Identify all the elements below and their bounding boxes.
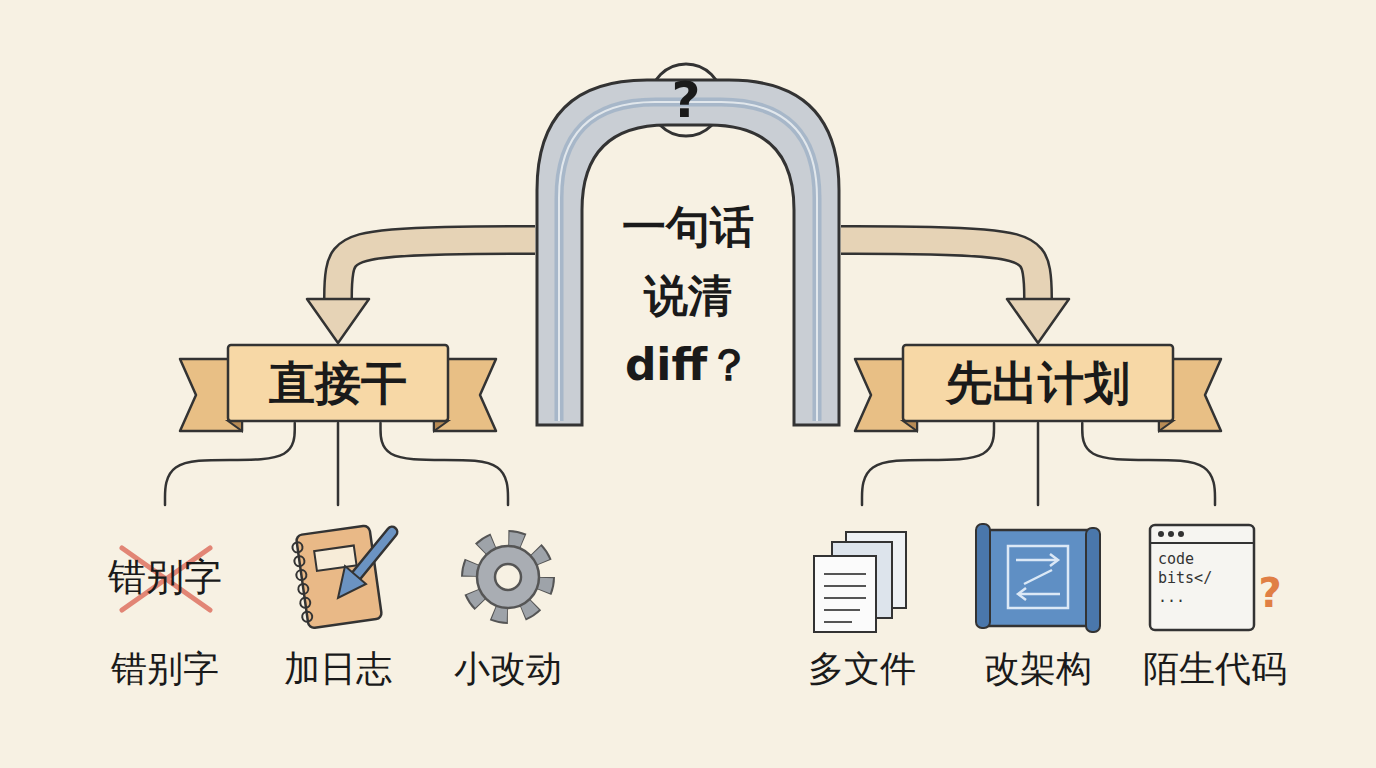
notebook-icon (291, 525, 382, 629)
icon-text: 错别字 (85, 555, 245, 601)
gate-arch: 一句话 说清 diff？ (537, 80, 839, 425)
node-label: 先出计划 (903, 345, 1173, 421)
question-circle: ? (648, 62, 724, 138)
node-label: 直接干 (228, 345, 448, 421)
node-label: 一句话 说清 diff？ (597, 192, 779, 399)
item-group: 小改动 (428, 505, 588, 695)
connector (1082, 423, 1215, 505)
item-group: 多文件 (782, 505, 942, 695)
documents-icon (814, 532, 906, 632)
node-label: 小改动 (428, 647, 588, 690)
item-group: code bits</ ...? 陌生代码 (1130, 505, 1300, 695)
code-window-icon (1150, 525, 1254, 630)
connector (381, 423, 509, 505)
icon-text: code bits</ ... (1158, 550, 1220, 606)
node-label: 陌生代码 (1130, 647, 1300, 690)
connector (841, 240, 1069, 343)
node-label: 加日志 (258, 647, 418, 690)
banner-label: 直接干 (228, 345, 448, 421)
pencil-arrow (338, 532, 392, 598)
connector (307, 240, 535, 343)
node-label: ? (648, 62, 724, 138)
connector (862, 423, 994, 505)
blueprint-icon (976, 524, 1100, 632)
item-group: 改架构 (958, 505, 1118, 695)
connector (165, 423, 295, 505)
item-group: 错别字错别字 (85, 505, 245, 695)
banner-label: 先出计划 (903, 345, 1173, 421)
node-label: 错别字 (85, 647, 245, 690)
node-label: 改架构 (958, 647, 1118, 690)
connector (1038, 423, 1039, 505)
icon-text: ? (1256, 571, 1284, 615)
node-label: 多文件 (782, 647, 942, 690)
gear-icon (470, 539, 546, 615)
connector (338, 423, 339, 505)
item-group: 加日志 (258, 505, 418, 695)
